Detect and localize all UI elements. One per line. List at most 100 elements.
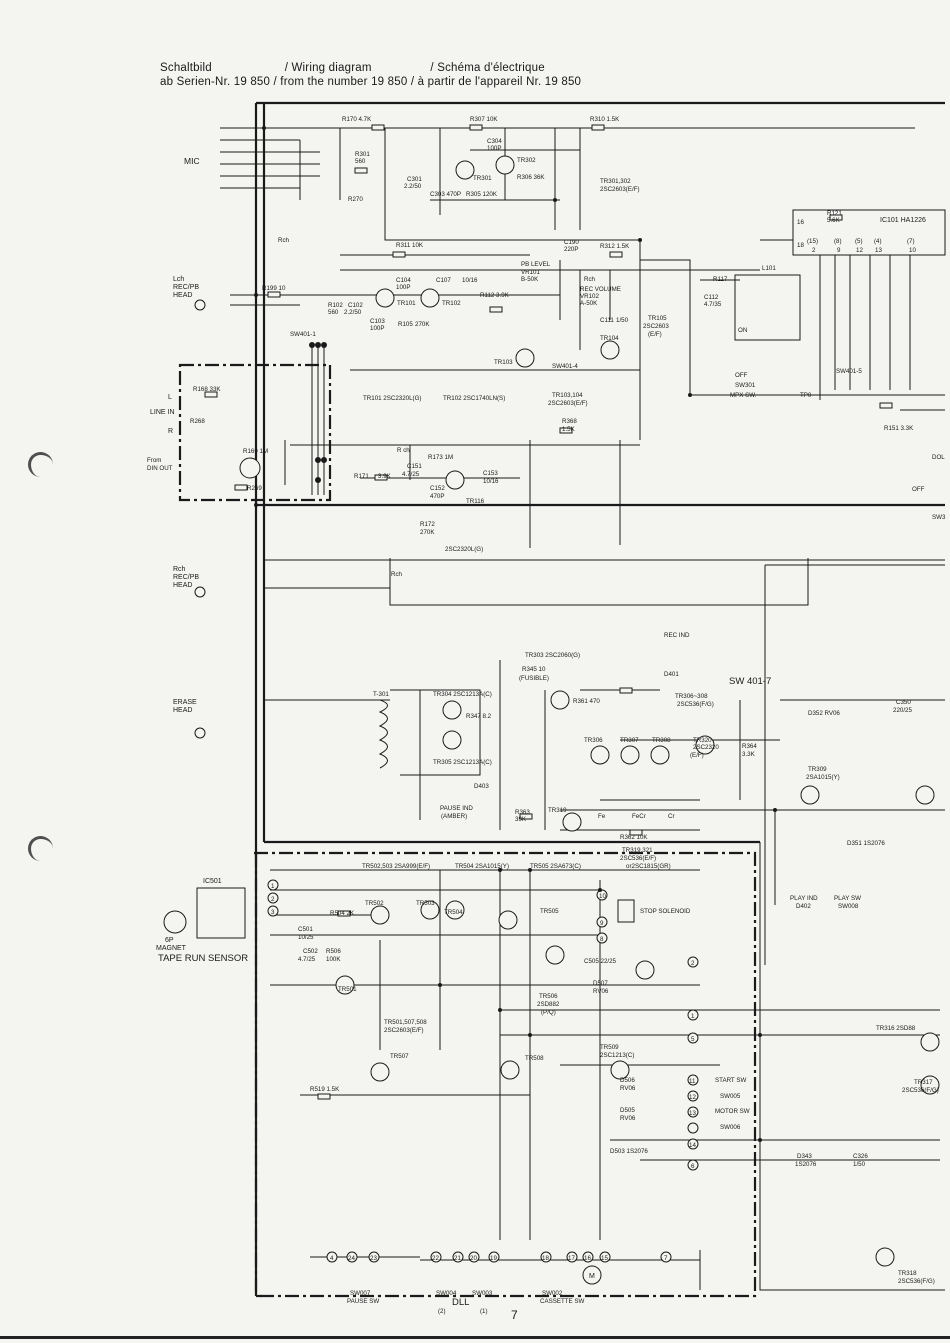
tr305-label: TR305 2SC1213A(C) (433, 759, 492, 766)
diagram-header: Schaltbild / Wiring diagram / Schéma d'é… (160, 61, 581, 89)
rch-top-label: Rch (278, 237, 290, 244)
r345-label: R345 10 (522, 666, 546, 673)
c350-label: C350 (896, 699, 911, 706)
pause-sw-label: PAUSE SW (347, 1298, 379, 1305)
tr307-label: TR307 (620, 737, 639, 744)
ic501-frame (196, 887, 246, 939)
r368-value: 1.5K (562, 426, 576, 433)
tr102-type-label: TR102 2SC1740LN(S) (443, 395, 505, 402)
tr319-321-alt: or2SC1815(GR) (626, 863, 671, 870)
page-bottom-rule (0, 1336, 950, 1339)
pause-ind-label: PAUSE IND (440, 805, 473, 812)
c303-label: C303 470P (430, 191, 461, 198)
tr507-label: TR507 (390, 1053, 409, 1060)
r105-value: 270K (415, 321, 430, 328)
fecr-label: FeCr (632, 813, 646, 820)
tr301-label: TR301 (473, 175, 492, 182)
sw008-label: SW008 (838, 903, 859, 910)
pin-11: 11 (689, 1078, 696, 1085)
sw401-5-label: SW401-5 (836, 368, 862, 375)
pin-9: 9 (600, 920, 604, 927)
c326-value: 1/50 (853, 1161, 866, 1168)
tr103-104-label: TR103,104 (552, 392, 583, 399)
c152-value: 470P (430, 493, 444, 500)
pin-8: 8 (600, 936, 604, 943)
r504-label: R504 2K (330, 910, 355, 917)
ic101-pin-7: (7) (907, 238, 915, 245)
tr504b-label: TR504 (444, 909, 463, 916)
ic101-pin-10: 10 (909, 247, 916, 254)
pin-7: 7 (664, 1255, 668, 1262)
pin-2: 2 (691, 960, 695, 967)
r171-value: 3.9K (378, 473, 392, 480)
c301-value: 2.2/50 (404, 183, 422, 190)
ic101-pin-8: (8) (834, 238, 842, 245)
r102-label: R102 (328, 302, 343, 309)
d402-label: D402 (796, 903, 811, 910)
ic501-label: IC501 (203, 878, 222, 885)
title-de: Schaltbild (160, 62, 212, 74)
lch-head-label-2: REC/PB (173, 284, 199, 291)
vr101-value: B-50K (521, 276, 539, 283)
tr319-label: TR319 (548, 807, 567, 814)
r269-label: R269 (247, 485, 262, 492)
tr309-type: 2SA1015(Y) (806, 774, 840, 781)
tr302-label: TR302 (517, 157, 536, 164)
tr306-label: TR306 (584, 737, 603, 744)
c111-value: 1/50 (616, 317, 629, 324)
r301-value: 560 (355, 158, 366, 165)
pin-13: 13 (689, 1110, 696, 1117)
pin-4: 4 (330, 1255, 334, 1262)
r363-label: R363 (515, 809, 530, 816)
tr304-label: TR304 2SC1213A(C) (433, 691, 492, 698)
r121-value: 5.6K (827, 217, 841, 224)
pb-level-label: PB LEVEL (521, 261, 551, 268)
r-ch-label: R ch (397, 447, 410, 454)
mic-label: MIC (184, 156, 200, 166)
r310-label: R310 1.5K (590, 116, 620, 123)
vr102-label: VR102 (580, 293, 599, 300)
magnet-label-1: 6P (165, 937, 174, 944)
r301-label: R301 (355, 151, 370, 158)
sw004-label: SW004 (436, 1290, 457, 1297)
pin-23: 23 (370, 1255, 377, 1262)
r117-label: R117 (713, 276, 728, 283)
cassette-sw-label: CASSETTE SW (540, 1298, 585, 1305)
dll-1-label: (1) (480, 1308, 488, 1315)
c304-label: C304 (487, 138, 502, 145)
sw401-4-label: SW401-4 (552, 363, 578, 370)
sw401-1-label: SW401-1 (290, 331, 316, 338)
r307-label: R307 10K (470, 116, 498, 123)
tr506-type: 2SD882 (537, 1001, 560, 1008)
tr506-grade: (P/Q) (541, 1009, 556, 1016)
d505-type: RV06 (620, 1115, 636, 1122)
r347-label: R347 8.2 (466, 713, 492, 720)
pin-10: 10 (599, 893, 606, 900)
tr103-label: TR103 (494, 359, 513, 366)
sw003-label: SW003 (472, 1290, 493, 1297)
r172-label: R172 (420, 521, 435, 528)
d351-label: D351 1S2076 (847, 840, 885, 847)
tr319-321-label: TR319,321 (622, 847, 653, 854)
r173-label: R173 1M (428, 454, 453, 461)
c502-value: 4.7/25 (298, 956, 316, 963)
tr316-label: TR316 2SD88 (876, 1025, 916, 1032)
tape-run-sensor-label: TAPE RUN SENSOR (158, 953, 248, 964)
tr501-507-508-label: TR501,507,508 (384, 1019, 427, 1026)
cr-label: Cr (668, 813, 675, 820)
header-line-1: Schaltbild / Wiring diagram / Schéma d'é… (160, 61, 581, 75)
r199-label: R199 10 (262, 285, 286, 292)
vr102-value: A-50K (580, 300, 598, 307)
stop-solenoid-label: STOP SOLENOID (640, 908, 691, 915)
rch-mid-wire-label: Rch (391, 571, 403, 578)
l101-label: L101 (762, 265, 776, 272)
pin-16: 16 (584, 1255, 591, 1262)
r151-label: R151 3.3K (884, 425, 914, 432)
ic501-pin-2: 2 (271, 896, 275, 903)
tr506-label: TR506 (539, 993, 558, 1000)
tr502-503-label: TR502,503 2SA999(E/F) (362, 863, 430, 870)
tr318-label: TR318 (898, 1270, 917, 1277)
sw006-label: SW006 (720, 1124, 741, 1131)
tp0-label: TP0 (800, 392, 812, 399)
on-label: ON (738, 327, 747, 334)
